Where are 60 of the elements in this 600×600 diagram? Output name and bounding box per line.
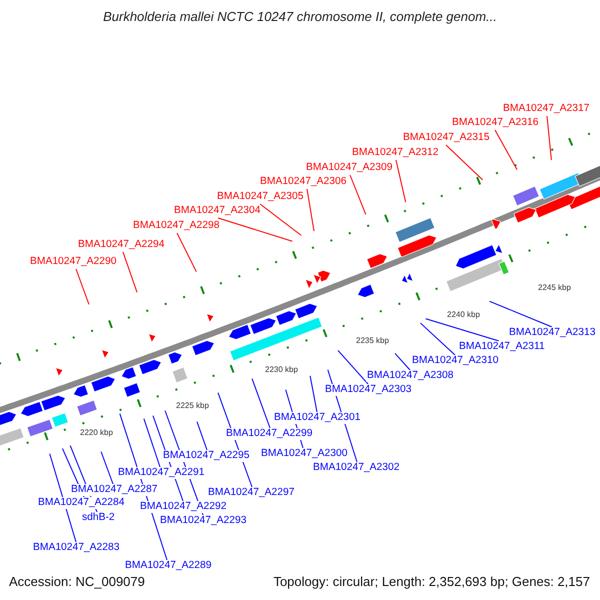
- gene-label: BMA10247_A2299: [225, 428, 314, 440]
- gene-label: BMA10247_A2300: [260, 448, 348, 460]
- gene-label: BMA10247_A2317: [502, 103, 590, 115]
- scale-label: 2240 kbp: [447, 310, 480, 320]
- leader-line: [310, 375, 318, 412]
- leader-line: [494, 130, 518, 170]
- title: Burkholderia mallei NCTC 10247 chromosome II, complete genom...: [102, 9, 498, 24]
- leader-line: [489, 300, 552, 328]
- leader-line: [394, 352, 410, 370]
- gene-label: BMA10247_A2283: [32, 542, 120, 554]
- leader-line: [196, 421, 208, 450]
- leader-line: [260, 204, 302, 236]
- gene-label: BMA10247_A2292: [139, 501, 228, 513]
- leader-line: [306, 188, 315, 232]
- gene-label: BMA10247_A2305: [216, 191, 304, 203]
- leader-line: [252, 378, 270, 428]
- gene-label: BMA10247_A2298: [132, 220, 220, 232]
- gene-label: BMA10247_A2297: [207, 487, 296, 499]
- leader-line: [425, 318, 500, 342]
- gene-label: BMA10247_A2311: [458, 341, 546, 353]
- leader-line: [420, 322, 456, 356]
- scale-label: 2235 kbp: [356, 336, 389, 346]
- gene-label: BMA10247_A2306: [259, 176, 348, 188]
- leader-line: [338, 350, 368, 384]
- scale-label: 2230 kbp: [265, 365, 298, 375]
- gene-label: BMA10247_A2290: [29, 256, 118, 268]
- leader-line: [100, 451, 114, 484]
- gene-label: BMA10247_A2289: [124, 560, 212, 572]
- gene-label: BMA10247_A2295: [162, 450, 250, 462]
- scale-label: 2220 kbp: [80, 428, 113, 438]
- gene-label: BMA10247_A2315: [402, 132, 490, 144]
- gene-label: BMA10247_A2301: [273, 412, 362, 424]
- scale-label: 2245 kbp: [538, 283, 571, 293]
- gene-label: BMA10247_A2313: [508, 327, 596, 339]
- gene-label: BMA10247_A2302: [312, 462, 400, 474]
- gene-label: BMA10247_A2287: [70, 484, 158, 496]
- gene-label: BMA10247_A2294: [77, 239, 166, 251]
- leader-line: [143, 418, 160, 468]
- leader-line: [218, 218, 293, 242]
- leader-line: [546, 116, 552, 161]
- gene-label: BMA10247_A2293: [159, 515, 248, 527]
- gene-label: BMA10247_A2303: [324, 384, 412, 396]
- leader-line: [176, 232, 197, 272]
- gene-label: BMA10247_A2284: [37, 497, 126, 509]
- gene-label: BMA10247_A2310: [411, 355, 500, 367]
- gene-label: BMA10247_A2304: [173, 205, 262, 217]
- leader-line: [76, 268, 90, 305]
- gene-label: BMA10247_A2308: [366, 370, 454, 382]
- scale-label: 2225 kbp: [176, 401, 209, 411]
- genome-summary-text: Topology: circular; Length: 2,352,693 bp; Genes: 2,157: [273, 574, 590, 590]
- gene-label: BMA10247_A2312: [351, 147, 440, 159]
- gene-label: BMA10247_A2316: [451, 117, 540, 129]
- leader-line: [350, 174, 366, 215]
- leader-line: [122, 252, 138, 293]
- gene-label: BMA10247_A2291: [117, 467, 206, 479]
- leader-line: [49, 453, 76, 542]
- leader-line: [396, 160, 406, 203]
- accession-text: Accession: NC_009079: [9, 574, 145, 590]
- leader-line: [446, 144, 484, 180]
- gene-label: BMA10247_A2309: [305, 162, 394, 174]
